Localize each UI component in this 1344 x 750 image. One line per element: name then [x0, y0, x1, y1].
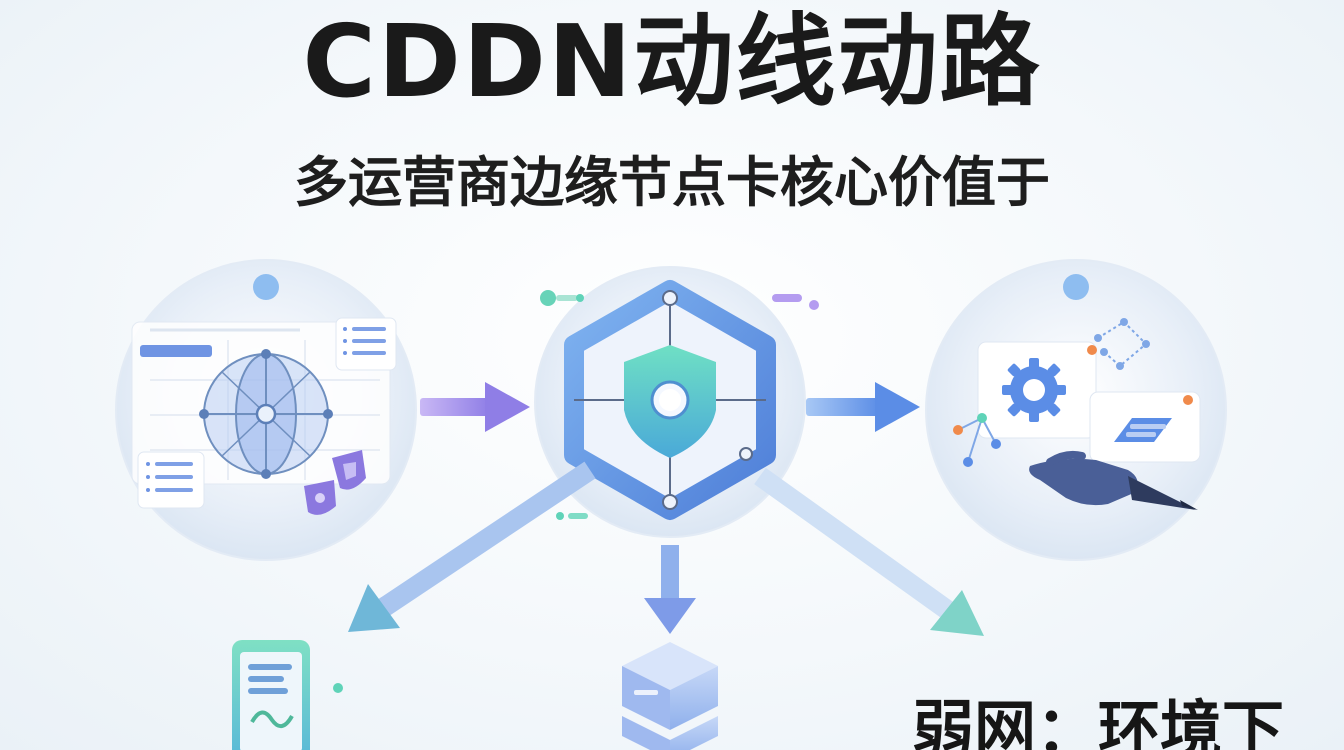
center-node-circle	[534, 266, 819, 538]
right-node-circle	[925, 259, 1227, 561]
network-sphere-icon	[199, 349, 333, 479]
arrow-center-to-edge	[754, 467, 984, 636]
arrow-center-to-right	[806, 382, 920, 432]
arrow-center-to-mobile	[348, 461, 596, 632]
mobile-phone-icon	[232, 640, 343, 750]
server-stack-icon	[622, 642, 718, 750]
gear-icon	[1002, 358, 1066, 422]
shield-hexagon-icon	[564, 280, 776, 520]
bottom-caption: 弱网：环境下	[912, 693, 1285, 750]
arrow-left-to-center	[420, 382, 530, 432]
hand-icon	[1029, 450, 1198, 510]
page-subtitle: 多运营商边缘节点卡核心价值于	[294, 151, 1050, 214]
arrow-center-to-server	[644, 545, 696, 634]
page-title: CDDN动线动路	[302, 3, 1042, 120]
left-node-circle	[115, 259, 417, 561]
